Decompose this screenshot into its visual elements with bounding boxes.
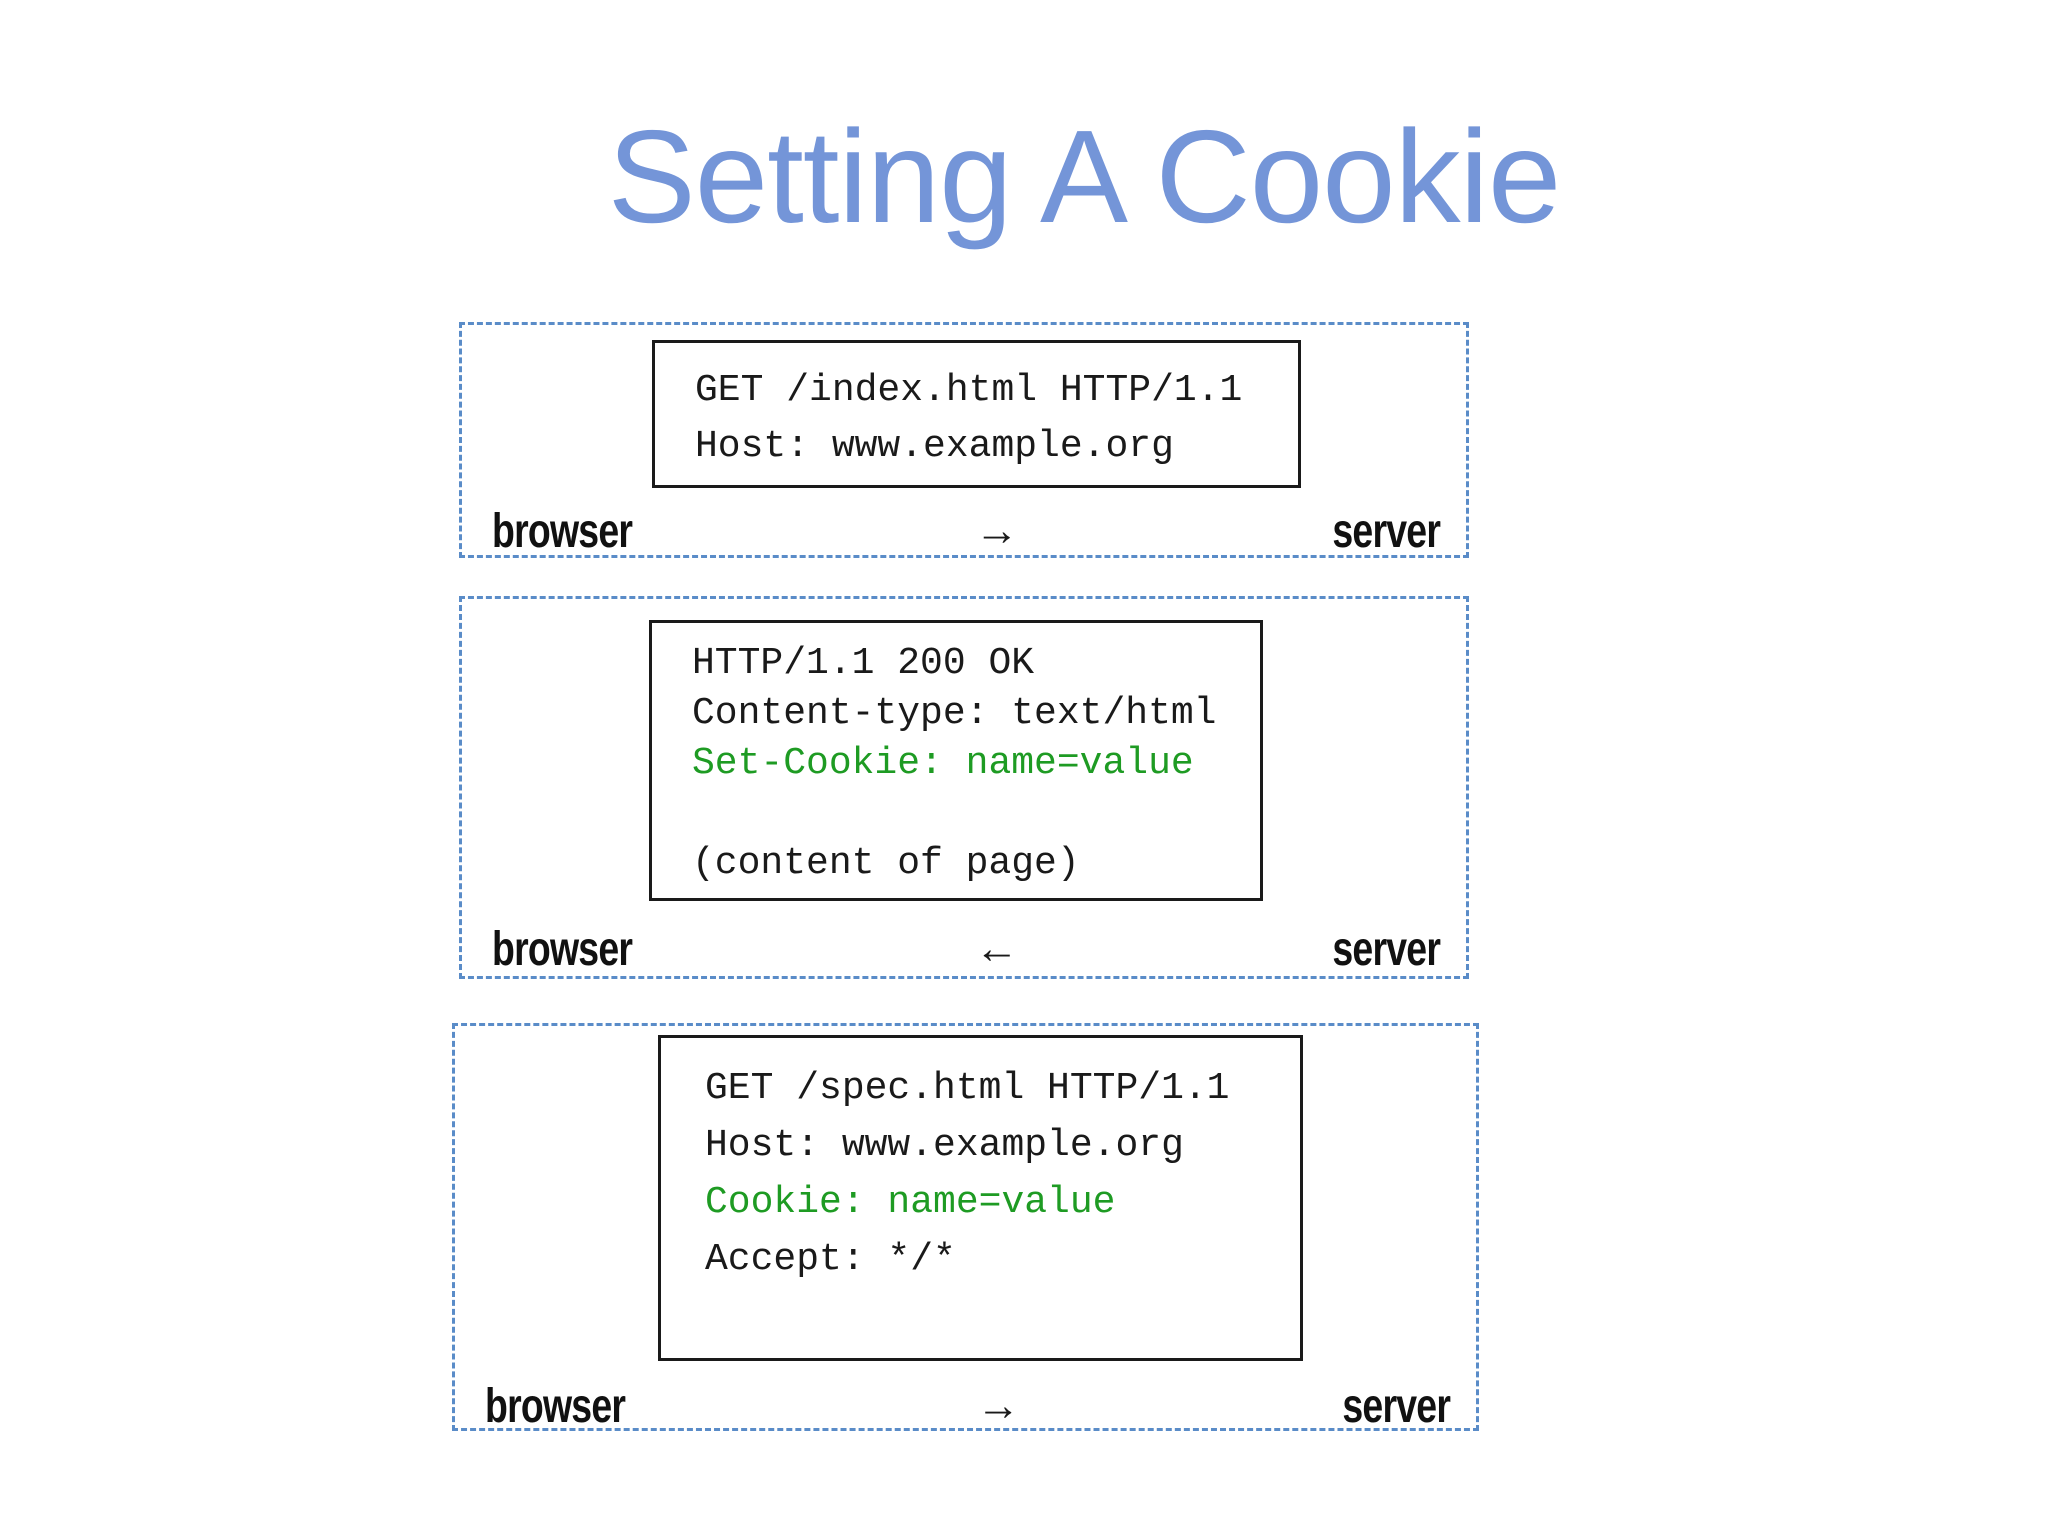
http-message-box: HTTP/1.1 200 OK Content-type: text/html … (649, 620, 1263, 901)
exchange-panel-response: HTTP/1.1 200 OK Content-type: text/html … (459, 596, 1469, 979)
arrow-right-icon: → (976, 1381, 1021, 1430)
arrow-left-icon: ← (974, 924, 1019, 973)
browser-label: browser (492, 504, 633, 558)
exchange-panel-request-2: GET /spec.html HTTP/1.1 Host: www.exampl… (452, 1023, 1479, 1433)
endpoint-row: browser → server (462, 505, 1466, 558)
http-line: HTTP/1.1 200 OK (692, 642, 1035, 685)
server-label: server (1332, 922, 1441, 976)
browser-label: browser (492, 922, 633, 976)
server-label: server (1342, 1379, 1451, 1433)
http-line: Host: www.example.org (705, 1124, 1184, 1167)
exchange-panel-request-1: GET /index.html HTTP/1.1 Host: www.examp… (459, 322, 1469, 558)
http-line-blank (692, 789, 1260, 839)
http-line: Accept: */* (705, 1238, 956, 1281)
http-message-box: GET /spec.html HTTP/1.1 Host: www.exampl… (658, 1035, 1303, 1361)
endpoint-row: browser ← server (462, 923, 1466, 976)
slide-title: Setting A Cookie (607, 103, 1562, 250)
server-label: server (1332, 504, 1441, 558)
http-line: Host: www.example.org (695, 425, 1174, 468)
http-line-cookie: Cookie: name=value (705, 1181, 1116, 1224)
http-line-set-cookie: Set-Cookie: name=value (692, 742, 1194, 785)
http-message-box: GET /index.html HTTP/1.1 Host: www.examp… (652, 340, 1301, 488)
http-line: GET /index.html HTTP/1.1 (695, 369, 1243, 412)
browser-label: browser (485, 1379, 626, 1433)
http-line: (content of page) (692, 842, 1080, 885)
http-line: GET /spec.html HTTP/1.1 (705, 1067, 1230, 1110)
endpoint-row: browser → server (455, 1380, 1476, 1433)
http-line: Content-type: text/html (692, 692, 1217, 735)
arrow-right-icon: → (974, 506, 1019, 555)
